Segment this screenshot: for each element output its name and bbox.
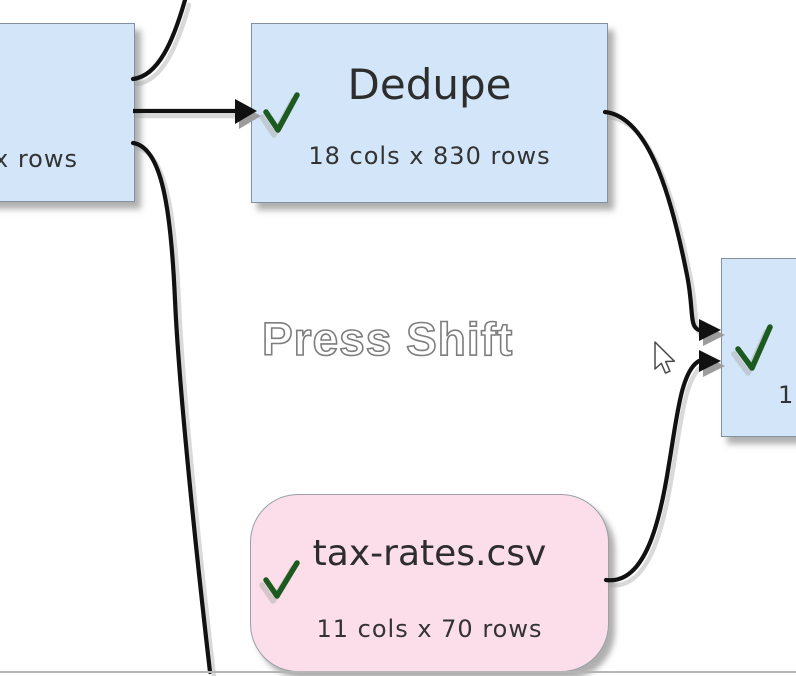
node-tax-rates-csv[interactable]: tax-rates.csv 11 cols x 70 rows [250,494,609,672]
node-stats: 11 cols x 70 rows [316,615,543,643]
node-stats: 1 [778,381,795,409]
connector-left-to-dedupe[interactable] [133,99,257,124]
node-left-transform[interactable]: x rows [0,23,135,202]
node-stats: 18 cols x 830 rows [308,142,551,170]
canvas-bottom-edge [0,671,796,673]
node-dedupe[interactable]: Dedupe 18 cols x 830 rows [251,23,608,203]
node-right-transform[interactable]: 1 [721,258,796,437]
connector-left-to-top[interactable] [130,0,188,82]
node-title: tax-rates.csv [312,533,547,574]
connector-tax-to-right[interactable] [603,350,721,583]
node-stats: x rows [0,145,78,173]
arrowhead-icon [699,319,721,341]
connector-dedupe-to-right[interactable] [602,109,721,341]
mouse-cursor-icon [654,341,676,374]
press-shift-hint: Press Shift [261,312,514,366]
node-title: Dedupe [347,60,512,109]
connector-left-to-bottom[interactable] [130,140,213,675]
arrowhead-icon [699,350,721,372]
